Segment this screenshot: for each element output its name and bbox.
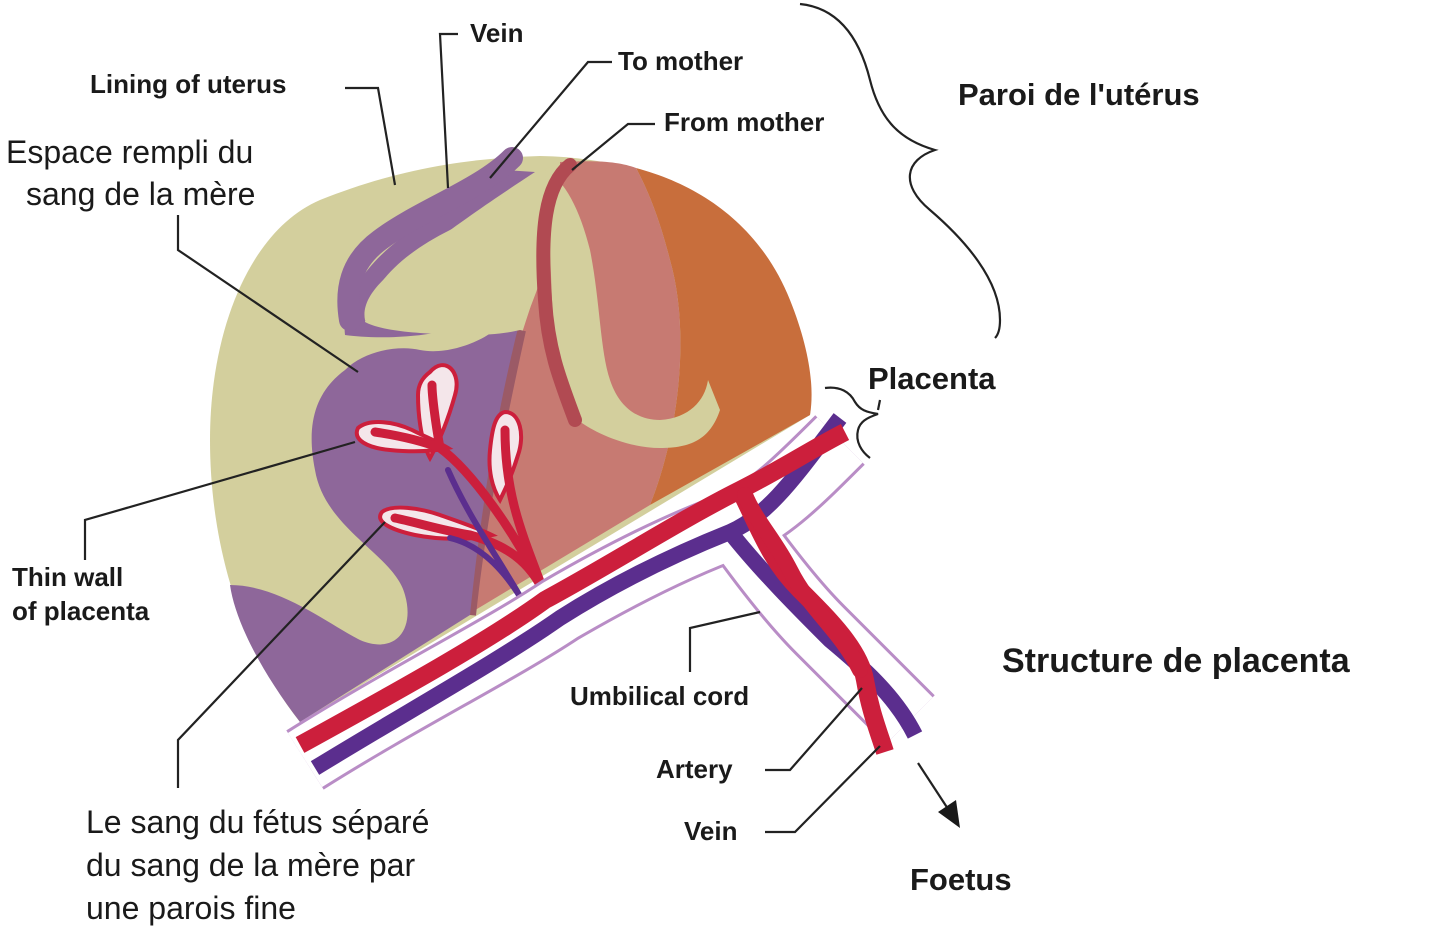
- vein-channel: [337, 147, 523, 331]
- label-paroi: Paroi de l'utérus: [958, 77, 1200, 112]
- label-placenta: Placenta: [868, 361, 996, 396]
- label-thin-wall-line1: Thin wall: [12, 562, 123, 592]
- label-to-mother: To mother: [618, 46, 743, 76]
- leader-vein-bottom: [765, 745, 881, 834]
- label-vein-bottom: Vein: [684, 816, 737, 846]
- from-mother-channel: [536, 158, 582, 427]
- brace-paroi: [799, 2, 1002, 339]
- label-vein-top: Vein: [470, 18, 523, 48]
- leader-lining: [345, 86, 397, 186]
- leader-sang: [176, 521, 386, 788]
- foetus-arrow-shaft: [917, 762, 951, 813]
- leader-lines: [83, 32, 960, 834]
- villi-artery-branches: [370, 380, 550, 600]
- label-thin-wall-line2: of placenta: [12, 596, 150, 626]
- label-structure: Structure de placenta: [1002, 642, 1351, 680]
- label-artery: Artery: [656, 754, 733, 784]
- leader-umbilical: [688, 610, 761, 672]
- villi-vein-branches: [445, 467, 528, 608]
- label-sang-line2: du sang de la mère par: [86, 847, 415, 883]
- fetal-villi: [354, 363, 550, 608]
- umbilical-vein: [310, 413, 923, 775]
- labels: Vein To mother Lining of uterus From mot…: [6, 18, 1351, 926]
- leader-artery: [765, 687, 863, 772]
- lining-tongue-upper: [365, 162, 560, 335]
- leader-to-mother: [489, 60, 612, 179]
- label-espace-line2: sang de la mère: [26, 176, 255, 212]
- label-from-mother: From mother: [664, 107, 824, 137]
- leader-placenta: [876, 399, 882, 411]
- brace-placenta: [824, 386, 879, 459]
- label-lining: Lining of uterus: [90, 69, 286, 99]
- artery-loop: [737, 487, 868, 678]
- leader-espace: [176, 215, 359, 373]
- leader-from-mother: [571, 122, 655, 171]
- label-foetus: Foetus: [910, 862, 1012, 897]
- label-sang-line3: une parois fine: [86, 890, 296, 926]
- foetus-arrow-head: [938, 800, 960, 828]
- leader-vein-top: [438, 32, 458, 189]
- leader-thin-wall: [83, 440, 356, 560]
- lining-finger: [545, 170, 720, 448]
- label-espace-line1: Espace rempli du: [6, 134, 253, 170]
- label-sang-line1: Le sang du fétus séparé: [86, 804, 429, 840]
- label-umbilical: Umbilical cord: [570, 681, 749, 711]
- placenta-and-cord: [286, 413, 935, 790]
